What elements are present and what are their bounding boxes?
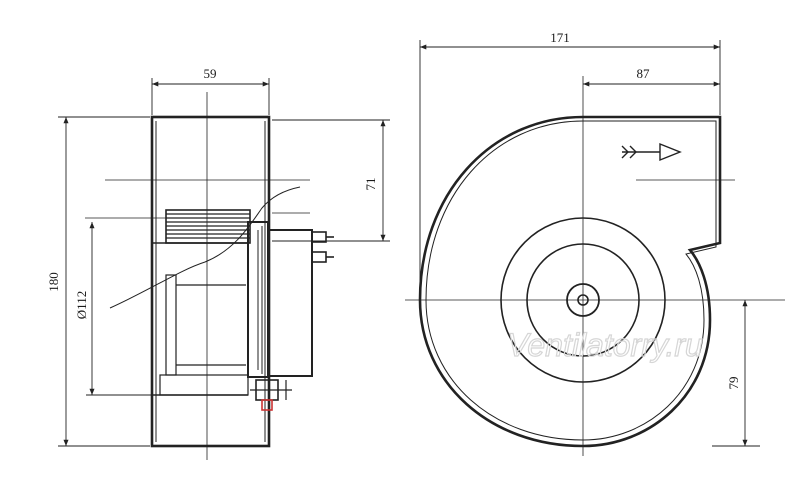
scroll-housing-inner bbox=[425, 120, 717, 441]
side-view bbox=[85, 92, 334, 460]
cable-glands bbox=[311, 231, 334, 263]
dim-outlet-height-label: 79 bbox=[726, 377, 741, 390]
dim-diameter-label: Ø112 bbox=[74, 291, 89, 319]
front-dimensions bbox=[419, 40, 760, 447]
dim-outlet-offset-label: 87 bbox=[637, 66, 651, 81]
scroll-housing bbox=[418, 115, 722, 448]
impeller-lower bbox=[159, 274, 249, 396]
dim-height-label: 180 bbox=[46, 272, 61, 292]
side-dimensions bbox=[58, 78, 390, 447]
airflow-arrow-icon bbox=[621, 142, 682, 162]
impeller-blades-top bbox=[165, 209, 251, 244]
dim-width-label: 59 bbox=[204, 66, 217, 81]
side-housing bbox=[150, 115, 271, 448]
watermark: Ventilatorry.ru bbox=[507, 327, 703, 363]
section-curve bbox=[109, 186, 301, 309]
motor bbox=[247, 221, 334, 411]
dim-total-width-label: 171 bbox=[550, 30, 570, 45]
front-view bbox=[405, 76, 785, 456]
dim-offset-label: 71 bbox=[363, 178, 378, 191]
